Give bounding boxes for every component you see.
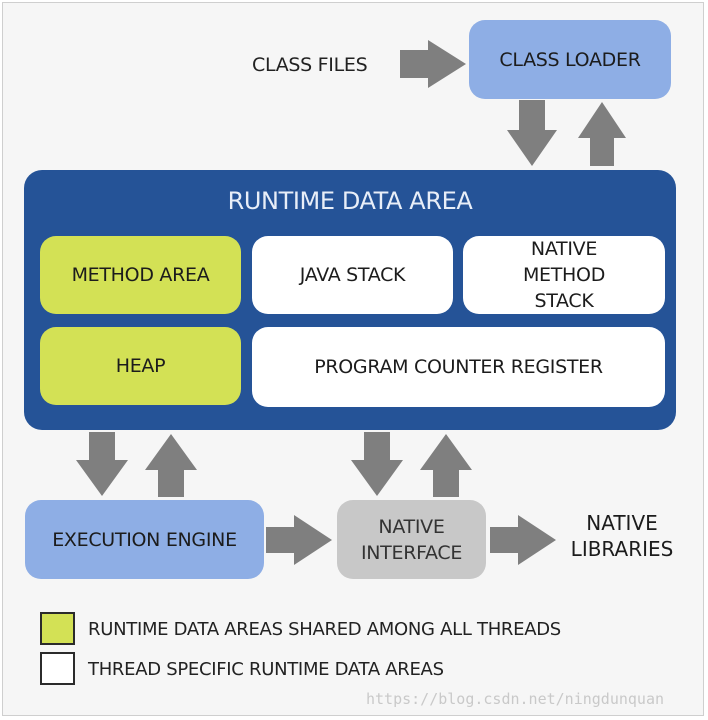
- class-files-label: CLASS FILES: [252, 54, 368, 76]
- legend-thread-swatch: [40, 652, 75, 685]
- class-loader-label: CLASS LOADER: [499, 48, 641, 71]
- native-interface-label: NATIVE INTERFACE: [360, 515, 463, 564]
- execution-engine-box: EXECUTION ENGINE: [25, 500, 264, 579]
- program-counter-register-label: PROGRAM COUNTER REGISTER: [314, 356, 603, 378]
- arrow-native-interface-to-runtime: [420, 434, 472, 497]
- arrow-runtime-to-native-interface: [351, 432, 403, 496]
- arrow-class-files-to-loader: [400, 40, 466, 88]
- native-libraries-label: NATIVE LIBRARIES: [570, 511, 674, 561]
- arrow-runtime-to-engine: [76, 432, 128, 496]
- native-interface-box: NATIVE INTERFACE: [337, 500, 486, 579]
- java-stack-label: JAVA STACK: [299, 264, 406, 286]
- java-stack-box: JAVA STACK: [252, 236, 453, 314]
- arrow-runtime-to-loader: [578, 102, 626, 166]
- arrow-engine-to-runtime: [145, 434, 197, 497]
- arrow-loader-to-runtime: [507, 100, 557, 166]
- legend-shared-swatch: [40, 612, 75, 645]
- legend-shared-text: RUNTIME DATA AREAS SHARED AMONG ALL THRE…: [88, 619, 561, 640]
- native-method-stack-label: NATIVE METHOD STACK: [522, 238, 606, 312]
- native-method-stack-box: NATIVE METHOD STACK: [463, 236, 665, 314]
- legend-thread-text: THREAD SPECIFIC RUNTIME DATA AREAS: [88, 659, 444, 680]
- method-area-box: METHOD AREA: [40, 236, 241, 314]
- runtime-data-area-title: RUNTIME DATA AREA: [227, 187, 473, 215]
- execution-engine-label: EXECUTION ENGINE: [52, 528, 237, 551]
- method-area-label: METHOD AREA: [71, 264, 210, 286]
- heap-box: HEAP: [40, 327, 241, 405]
- arrow-engine-to-native-interface: [266, 515, 332, 565]
- program-counter-register-box: PROGRAM COUNTER REGISTER: [252, 327, 665, 407]
- arrow-native-interface-to-libraries: [490, 515, 556, 565]
- class-loader-box: CLASS LOADER: [469, 20, 671, 99]
- watermark: https://blog.csdn.net/ningdunquan: [366, 690, 665, 708]
- heap-label: HEAP: [115, 355, 166, 377]
